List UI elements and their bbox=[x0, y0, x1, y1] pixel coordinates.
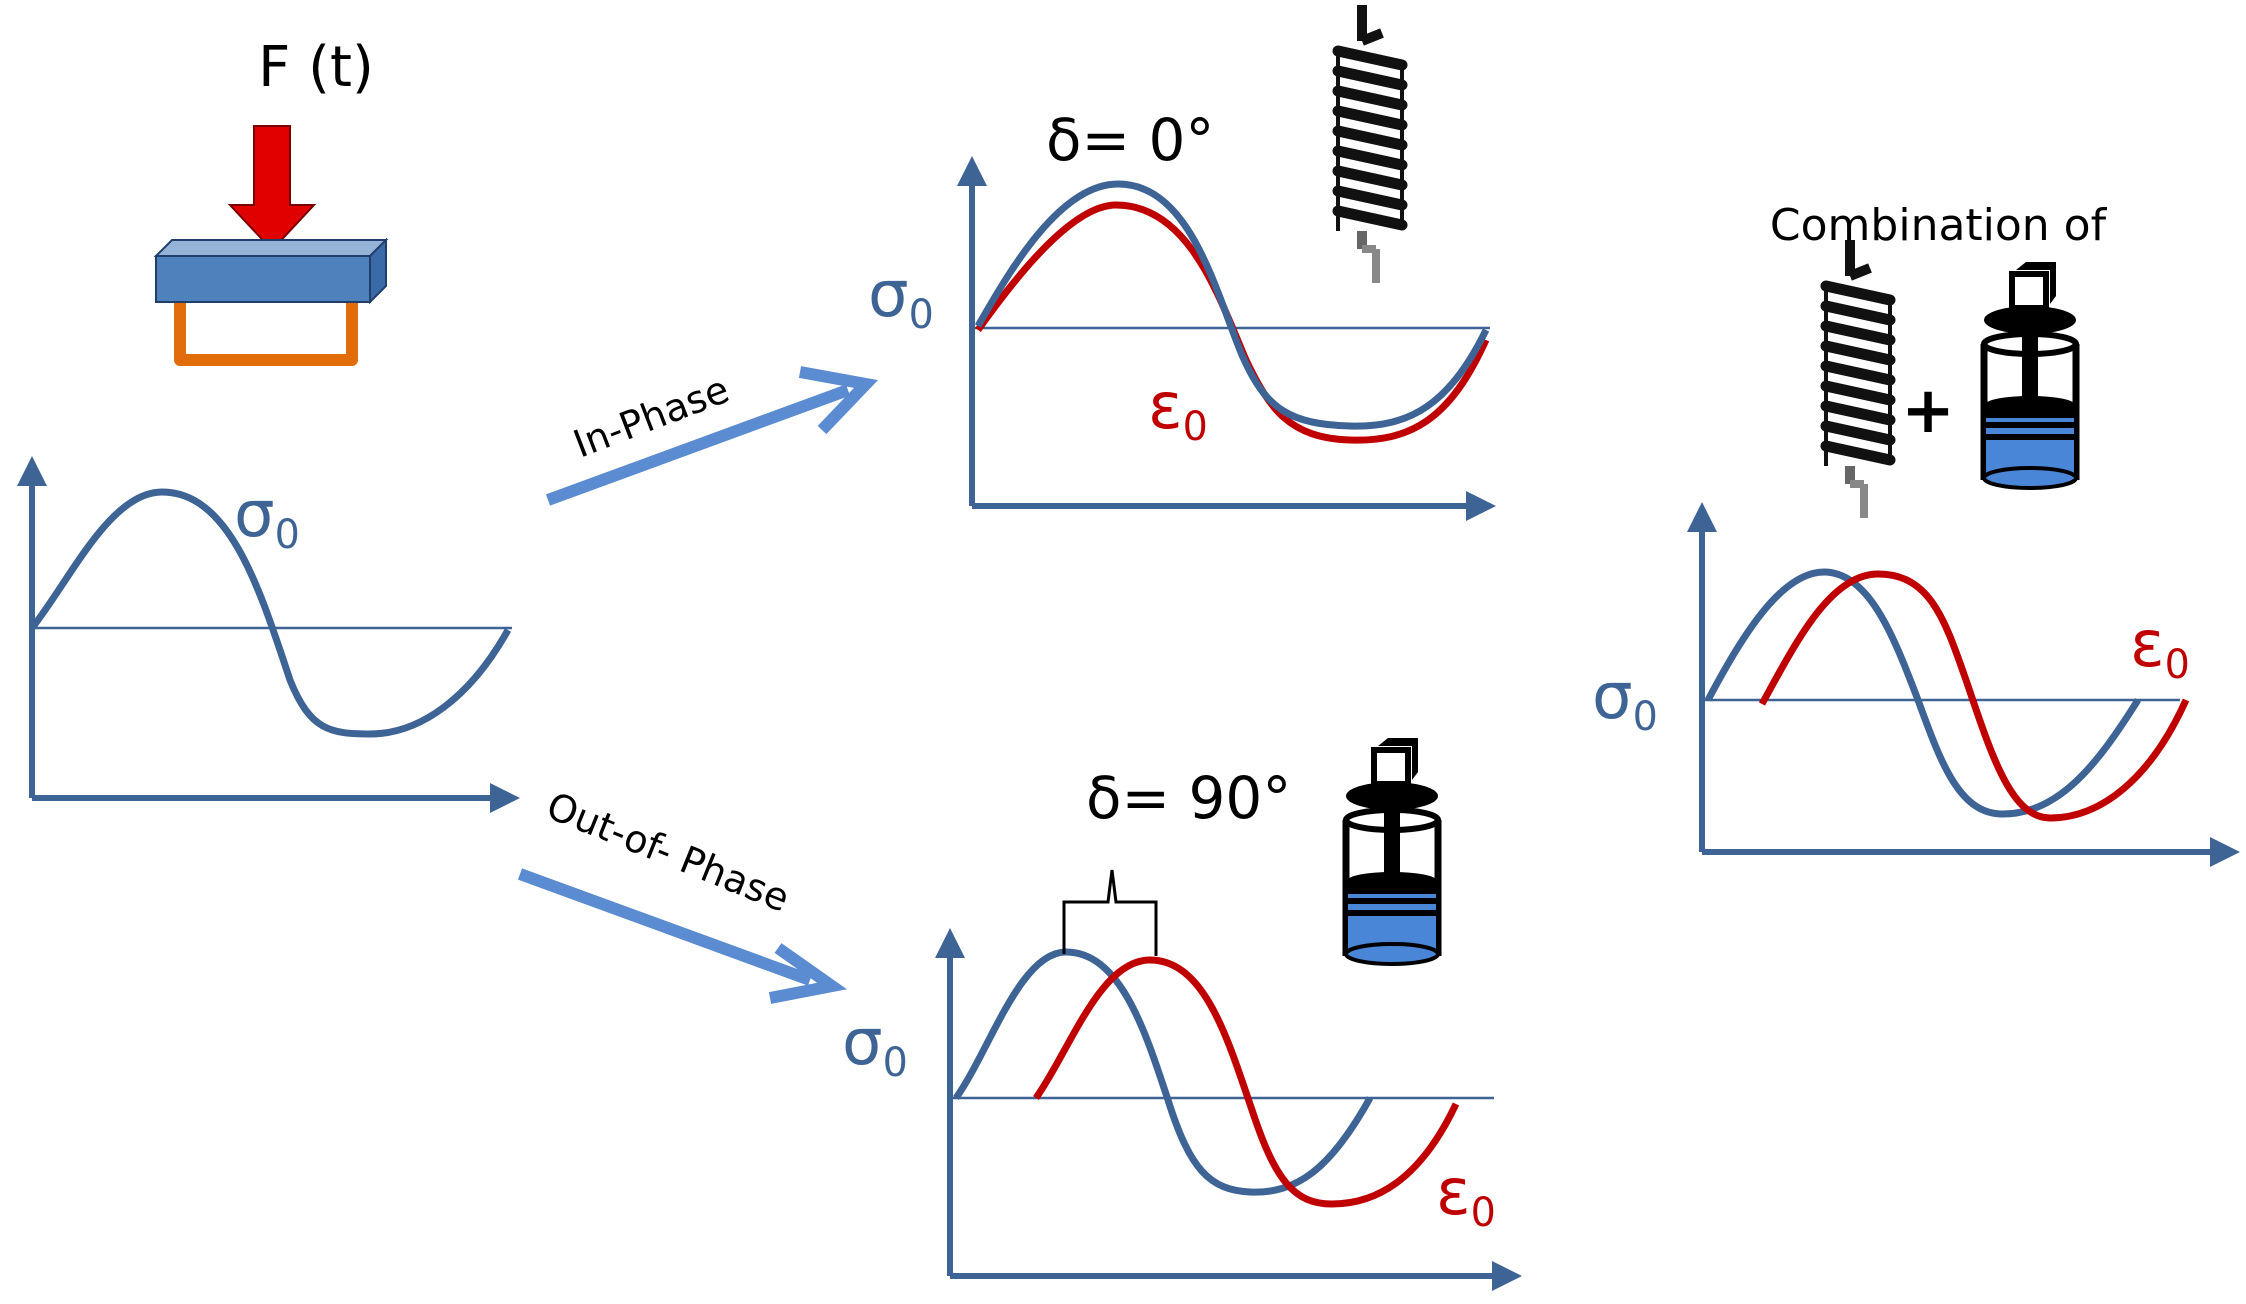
phase-angle-label: δ= 0° bbox=[1046, 106, 1214, 174]
in-phase-graph: σ0 ε0 δ= 0° bbox=[868, 5, 1496, 521]
in-phase-arrow: In-Phase bbox=[545, 366, 879, 506]
stress-label: σ0 bbox=[842, 1006, 908, 1086]
out-of-phase-arrow: Out-of- Phase bbox=[517, 784, 847, 1004]
force-sketch: F (t) bbox=[153, 35, 389, 366]
plate-top bbox=[153, 239, 389, 257]
plate-front bbox=[155, 255, 371, 303]
spring-icon bbox=[1826, 240, 1890, 518]
out-of-phase-graph: σ0 ε0 δ= 90° bbox=[842, 738, 1522, 1291]
force-label: F (t) bbox=[258, 35, 374, 100]
stress-label: σ0 bbox=[234, 478, 300, 558]
strain-curve bbox=[1758, 570, 2190, 822]
spring-icon bbox=[1338, 5, 1402, 283]
phase-bracket bbox=[1062, 869, 1158, 956]
plus-sign: + bbox=[1901, 374, 1955, 448]
strain-label: ε0 bbox=[1436, 1156, 1496, 1236]
stress-curve bbox=[974, 180, 1490, 430]
phase-angle-label: δ= 90° bbox=[1086, 764, 1291, 832]
force-arrow-icon bbox=[227, 125, 317, 252]
stress-curve bbox=[29, 488, 512, 738]
stress-curve bbox=[1704, 568, 2141, 818]
combination-label: Combination of bbox=[1770, 200, 2108, 251]
strain-label: ε0 bbox=[2130, 608, 2190, 688]
combination-graph: Combination of + σ0 ε0 bbox=[1592, 200, 2240, 867]
dashpot-icon bbox=[1984, 262, 2076, 488]
stress-curve bbox=[953, 948, 1374, 1196]
strain-label: ε0 bbox=[1148, 370, 1208, 450]
input-stress-graph: σ0 bbox=[17, 456, 520, 813]
dashpot-icon bbox=[1346, 738, 1438, 964]
in-phase-label: In-Phase bbox=[567, 367, 734, 466]
stress-label: σ0 bbox=[1592, 660, 1658, 740]
stress-label: σ0 bbox=[868, 258, 934, 338]
support-frame bbox=[174, 292, 358, 366]
strain-curve bbox=[1033, 956, 1460, 1208]
